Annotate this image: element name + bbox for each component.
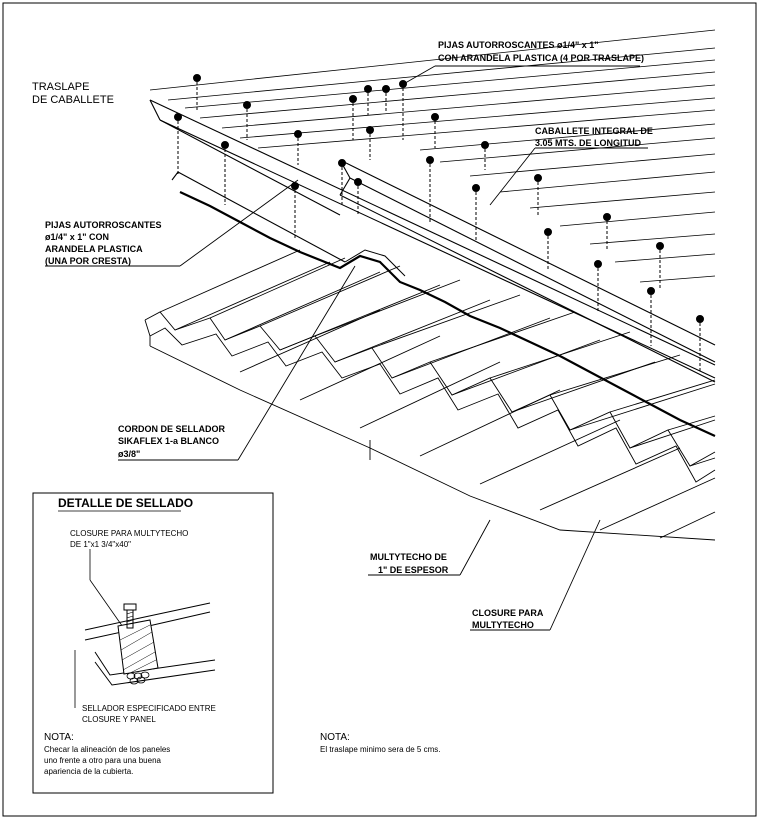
screw	[656, 242, 664, 288]
traslape-label-line2: DE CABALLETE	[32, 94, 114, 106]
screw	[364, 85, 372, 115]
pijas-top-label-line1: PIJAS AUTORROSCANTES ø1/4" x 1"	[438, 40, 599, 50]
traslape-label-line1: TRASLAPE	[32, 81, 89, 93]
screw	[294, 130, 302, 165]
sealing-detail-box: DETALLE DE SELLADO CLOSURE PARA MULTYTEC…	[32, 492, 274, 794]
screw	[472, 184, 480, 242]
screws	[174, 74, 704, 372]
screw	[349, 95, 357, 140]
note-left-heading: NOTA:	[44, 732, 74, 743]
screw	[603, 213, 611, 250]
screw	[399, 80, 407, 140]
screw	[647, 287, 655, 346]
pijas-left-label-line2: ø1/4" x 1" CON	[45, 232, 109, 242]
note-left-line1: Checar la alineación de los paneles	[44, 745, 170, 754]
caballete-label-line1: CABALLETE INTEGRAL DE	[535, 126, 653, 136]
cordon-label-line2: SIKAFLEX 1-a BLANCO	[118, 436, 219, 446]
multytecho-label-line2: 1" DE ESPESOR	[378, 565, 449, 575]
screw	[426, 156, 434, 222]
screw	[291, 182, 299, 240]
screw	[594, 260, 602, 312]
upper-roof-panel	[149, 29, 716, 283]
screw	[382, 85, 390, 112]
screw	[193, 74, 201, 110]
ridge-cap	[149, 99, 716, 383]
screw	[544, 228, 552, 270]
note-right-line1: El traslape minimo sera de 5 cms.	[320, 745, 441, 754]
multytecho-label-line1: MULTYTECHO DE	[370, 552, 447, 562]
screw	[431, 113, 439, 148]
screw	[354, 178, 362, 215]
screw	[174, 113, 182, 175]
detail-closure-label-line2: DE 1"x1 3/4"x40"	[70, 540, 131, 549]
screw	[221, 141, 229, 205]
detail-screw	[123, 603, 137, 629]
screw	[534, 174, 542, 216]
sealant-bead	[126, 671, 150, 685]
detail-sellador-label-line2: CLOSURE Y PANEL	[82, 715, 156, 724]
detail-closure-label-line1: CLOSURE PARA MULTYTECHO	[70, 529, 188, 538]
note-left-line2: uno frente a otro para una buena	[44, 756, 162, 765]
closure-strip	[179, 191, 716, 438]
closure-label-line1: CLOSURE PARA	[472, 608, 544, 618]
note-right-heading: NOTA:	[320, 732, 350, 743]
pijas-left-label-line1: PIJAS AUTORROSCANTES	[45, 220, 162, 230]
detail-title: DETALLE DE SELLADO	[58, 496, 193, 510]
detail-sellador-label-line1: SELLADOR ESPECIFICADO ENTRE	[82, 704, 216, 713]
caballete-label-line2: 3.05 MTS. DE LONGITUD	[535, 138, 642, 148]
cordon-label-line1: CORDON DE SELLADOR	[118, 424, 226, 434]
closure-block	[117, 619, 159, 675]
screw	[366, 126, 374, 160]
cordon-label-line3: ø3/8"	[118, 449, 140, 459]
leader-lines	[45, 65, 648, 631]
lower-roof-panel	[144, 249, 716, 541]
drawing-border	[2, 2, 757, 817]
pijas-left-label-line3: ARANDELA PLASTICA	[45, 244, 143, 254]
screw	[243, 101, 251, 140]
screw	[338, 159, 346, 205]
screw	[696, 315, 704, 372]
screw	[481, 141, 489, 170]
closure-label-line2: MULTYTECHO	[472, 620, 534, 630]
pijas-left-label-line4: (UNA POR CRESTA)	[45, 256, 131, 266]
note-left-line3: apariencia de la cubierta.	[44, 767, 133, 776]
pijas-top-label-line2: CON ARANDELA PLASTICA (4 POR TRASLAPE)	[438, 53, 644, 63]
